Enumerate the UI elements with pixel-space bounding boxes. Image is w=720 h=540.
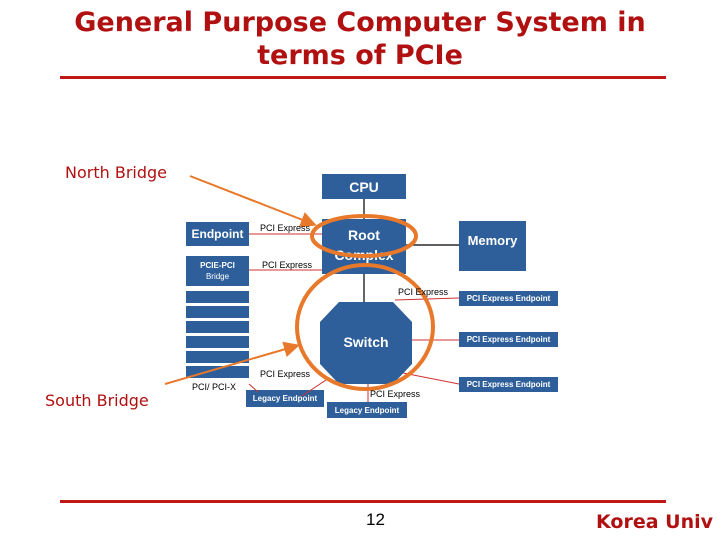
slide-title: General Purpose Computer System in terms… [0, 6, 720, 72]
endpoint-box: Endpoint [186, 222, 249, 246]
cpu-box: CPU [322, 174, 406, 199]
link-label-switch-down: PCI Express [260, 369, 311, 379]
south-bridge-label: South Bridge [45, 391, 149, 410]
link-label-pci-pcix: PCI/ PCI-X [192, 382, 237, 392]
root-label: Root [348, 227, 380, 243]
pci-express-endpoint-box-3: PCI Express Endpoint [459, 377, 558, 392]
pci-express-endpoint-label: PCI Express Endpoint [466, 294, 551, 303]
pci-express-endpoint-box-2: PCI Express Endpoint [459, 332, 558, 347]
switch-label-box: Switch [320, 330, 412, 354]
memory-label: Memory [467, 233, 518, 248]
pci-express-endpoint-box-1: PCI Express Endpoint [459, 291, 558, 306]
footer-divider [60, 500, 666, 503]
endpoint-label: Endpoint [191, 227, 244, 241]
north-bridge-highlight [310, 214, 418, 258]
legacy-endpoint-box-bottom: Legacy Endpoint [327, 402, 407, 418]
switch-octagon [320, 302, 412, 384]
bus-segment [186, 366, 249, 378]
link-label-bridge: PCI Express [262, 260, 313, 270]
memory-box: Memory [459, 221, 526, 271]
pcie-pci-label: PCIE-PCI [200, 261, 235, 270]
link-label-switch-legacy: PCI Express [370, 389, 421, 399]
page-number: 12 [366, 510, 385, 529]
pci-express-endpoint-label: PCI Express Endpoint [466, 380, 551, 389]
bus-segment [186, 321, 249, 333]
bus-segment [186, 291, 249, 303]
bus-legacy-link [248, 383, 259, 393]
cpu-label: CPU [349, 178, 379, 195]
pcie-pci-bridge-box: PCIE-PCI Bridge [186, 256, 249, 286]
title-divider [60, 76, 666, 79]
legacy-endpoint-label: Legacy Endpoint [334, 405, 400, 415]
bus-segment [186, 306, 249, 318]
bus-segment [186, 336, 249, 348]
south-bridge-arrow [164, 341, 300, 385]
legacy-endpoint-label: Legacy Endpoint [252, 394, 318, 403]
bus-segment [186, 351, 249, 363]
bridge-label: Bridge [205, 272, 230, 281]
institution-label: Korea Univ [596, 511, 713, 533]
switch-legacy-link [301, 377, 330, 397]
slide-title-line2: terms of PCIe [257, 40, 463, 71]
south-bridge-highlight [295, 263, 435, 391]
slide-title-line1: General Purpose Computer System in [74, 7, 646, 38]
north-bridge-arrow [189, 175, 317, 228]
pci-express-endpoint-label: PCI Express Endpoint [466, 335, 551, 344]
link-label-endpoint: PCI Express [260, 223, 311, 233]
north-bridge-label: North Bridge [65, 163, 167, 182]
link-label-root-endpoint: PCI Express [398, 287, 449, 297]
switch-label: Switch [343, 334, 389, 350]
